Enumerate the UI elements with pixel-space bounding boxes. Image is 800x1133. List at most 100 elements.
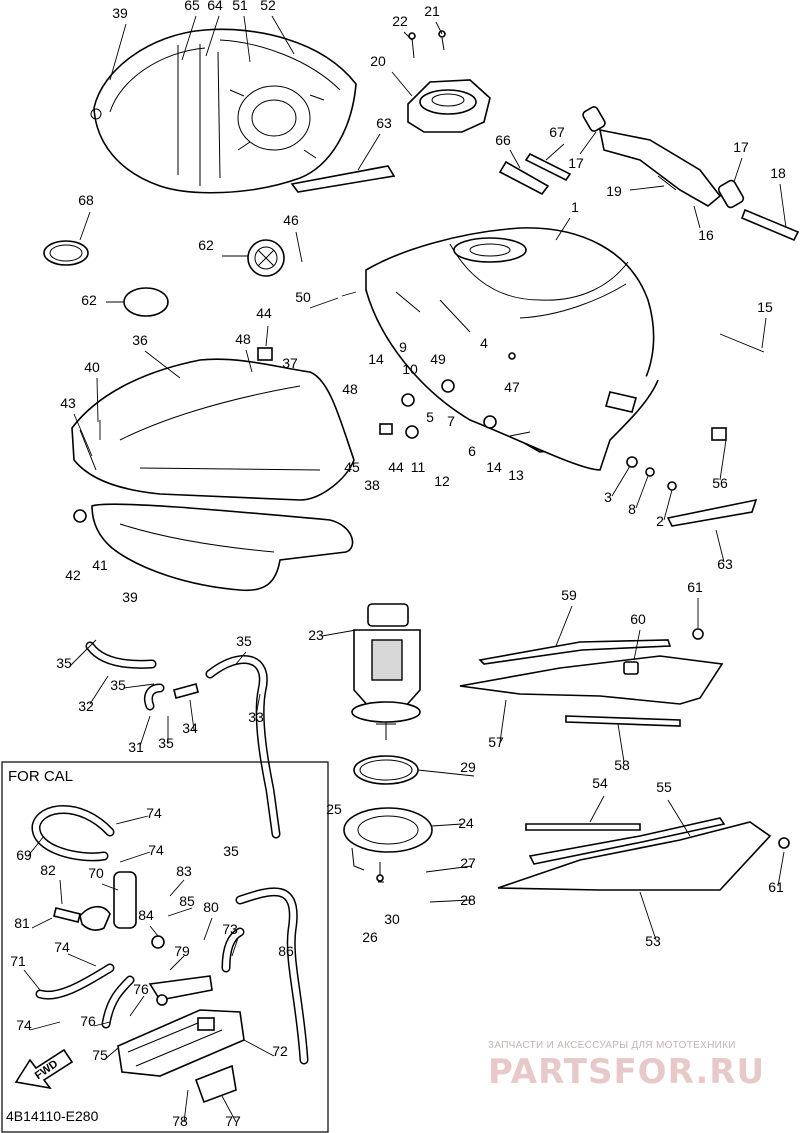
part-number-label: 17: [733, 139, 749, 155]
watermark-caption: ЗАПЧАСТИ И АКСЕССУАРЫ ДЛЯ МОТОТЕХНИКИ: [488, 1040, 736, 1051]
part-number-label: 20: [370, 53, 386, 69]
part-number-label: 37: [282, 355, 298, 371]
part-number-label: 34: [182, 720, 198, 736]
part-number-label: 74: [148, 842, 164, 858]
fuel-tank: [365, 227, 659, 471]
part-number-label: 51: [232, 0, 248, 13]
part-number-label: 35: [223, 843, 239, 859]
part-number-label: 60: [630, 611, 646, 627]
tank-fasteners: [73, 291, 765, 523]
part-number-label: 45: [344, 459, 360, 475]
part-number-label: 35: [56, 655, 72, 671]
part-number-label: 44: [388, 459, 404, 475]
part-number-label: 62: [198, 237, 214, 253]
part-number-label: 35: [158, 735, 174, 751]
part-number-label: 7: [447, 413, 455, 429]
part-number-label: 16: [698, 227, 714, 243]
part-number-label: 9: [399, 339, 407, 355]
part-number-label: 36: [132, 332, 148, 348]
part-number-label: 3: [604, 489, 612, 505]
part-number-label: 82: [40, 862, 56, 878]
part-number-label: 74: [146, 805, 162, 821]
part-number-label: 38: [364, 477, 380, 493]
part-number-label: 19: [606, 183, 622, 199]
part-number-label: 79: [174, 943, 190, 959]
part-number-label: 40: [84, 359, 100, 375]
side-panel-upper: [459, 628, 724, 727]
fuel-cap-assembly: [407, 30, 491, 133]
part-number-label: 39: [122, 589, 138, 605]
part-number-label: 24: [458, 815, 474, 831]
part-number-label: 48: [235, 331, 251, 347]
part-number-label: 10: [402, 361, 418, 377]
part-number-label: 47: [504, 379, 520, 395]
part-number-label: 2: [656, 513, 664, 529]
fuel-pump: [351, 603, 421, 740]
part-number-label: 73: [222, 921, 238, 937]
part-number-label: 8: [628, 501, 636, 517]
watermark-logo: PARTSFOR.RU: [488, 1052, 766, 1092]
part-number-label: 13: [508, 467, 524, 483]
part-number-label: 74: [54, 939, 70, 955]
part-number-label: 29: [460, 759, 476, 775]
side-cover-36: [71, 358, 355, 501]
part-number-label: 11: [411, 459, 426, 475]
part-number-label: 67: [549, 124, 565, 140]
part-number-label: 31: [128, 739, 144, 755]
part-number-label: 63: [376, 115, 392, 131]
part-number-label: 76: [133, 981, 149, 997]
inset-title: FOR CAL: [8, 768, 74, 785]
part-number-label: 56: [712, 475, 728, 491]
part-number-label: 26: [362, 929, 378, 945]
part-number-label: 71: [10, 953, 26, 969]
part-number-label: 14: [368, 351, 384, 367]
damper-66: [498, 160, 550, 196]
seat-cover-top: [90, 28, 357, 194]
part-number-label: 25: [326, 801, 342, 817]
part-number-label: 68: [78, 192, 94, 208]
part-number-label: 55: [656, 779, 672, 795]
part-number-label: 44: [256, 305, 272, 321]
fwd-arrow-icon: [14, 1048, 74, 1090]
strip-63-lower: [666, 498, 758, 527]
part-number-label: 41: [92, 557, 108, 573]
part-number-label: 59: [561, 587, 577, 603]
part-number-label: 32: [78, 698, 94, 714]
part-number-label: 35: [110, 677, 126, 693]
part-number-label: 78: [172, 1113, 188, 1129]
part-number-label: 23: [308, 627, 324, 643]
part-number-label: 65: [184, 0, 200, 13]
part-number-label: 81: [14, 915, 30, 931]
part-number-label: 46: [283, 212, 299, 228]
part-number-label: 75: [92, 1047, 108, 1063]
part-number-label: 43: [60, 395, 76, 411]
part-number-label: 4: [480, 335, 488, 351]
part-number-label: 54: [592, 775, 608, 791]
part-number-label: 48: [342, 381, 358, 397]
part-number-label: 27: [460, 855, 476, 871]
part-number-label: 86: [278, 943, 294, 959]
part-number-label: 49: [430, 351, 446, 367]
part-number-label: 77: [225, 1113, 241, 1129]
part-number-label: 69: [16, 847, 32, 863]
part-number-label: 5: [426, 409, 434, 425]
part-number-label: 35: [236, 633, 252, 649]
vent-hoses: [85, 641, 281, 839]
part-number-label: 42: [65, 567, 81, 583]
part-number-label: 63: [717, 556, 733, 572]
inset-frame: [1, 761, 329, 1133]
part-number-label: 66: [495, 132, 511, 148]
part-number-label: 50: [295, 289, 311, 305]
part-number-label: 1: [571, 199, 579, 215]
side-panel-lower: [497, 817, 790, 891]
part-number-label: 84: [138, 907, 154, 923]
inset-hoses: [31, 805, 309, 1065]
diagram-code: 4B14110-E280: [6, 1108, 99, 1124]
part-number-label: 72: [272, 1043, 288, 1059]
part-number-label: 30: [384, 911, 400, 927]
under-cover-39: [91, 503, 354, 592]
pump-plate-24: [343, 807, 433, 883]
part-number-label: 17: [568, 155, 584, 171]
